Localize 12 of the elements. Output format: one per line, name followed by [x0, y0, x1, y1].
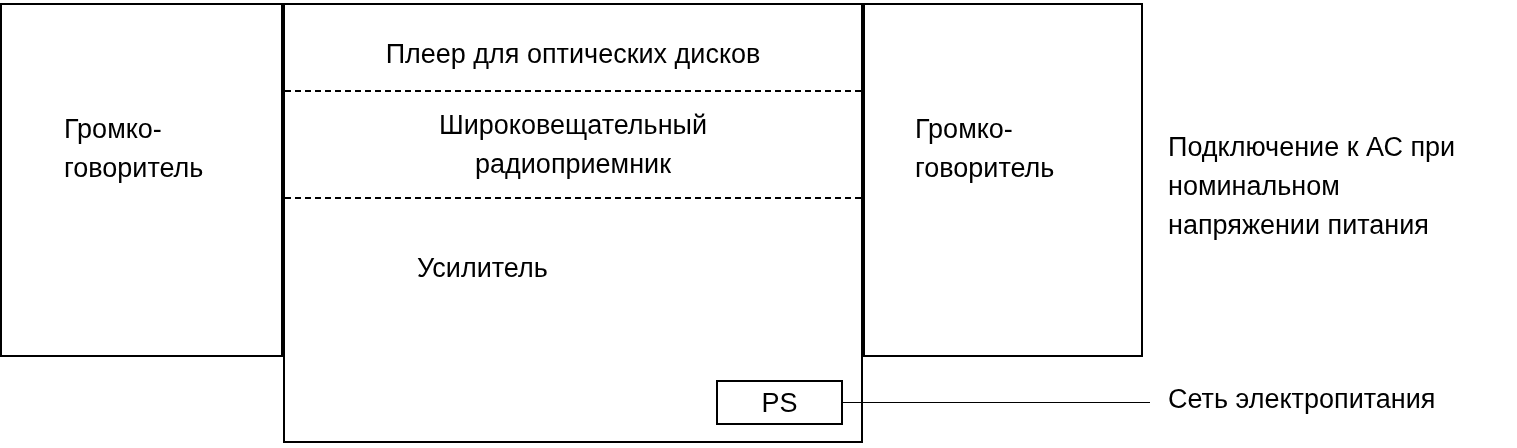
device-box [283, 3, 863, 443]
speaker-box [863, 3, 1143, 357]
speaker-label: Громко- говоритель [915, 113, 1056, 186]
note-text: Подключение к АС при номинальном напряжении питания [1168, 131, 1457, 243]
speaker-label: Громко- говоритель [64, 113, 205, 186]
section-label: Плеер для оптических дисков [384, 38, 762, 71]
power-supply-block: PS [716, 380, 843, 425]
connection-line [842, 401, 1151, 404]
power-mains-label: Сеть электропитания [1168, 383, 1437, 416]
section-label: Усилитель [417, 252, 549, 285]
section-label: Широковещательный радиоприемник [437, 109, 709, 182]
speaker-box [0, 3, 283, 357]
